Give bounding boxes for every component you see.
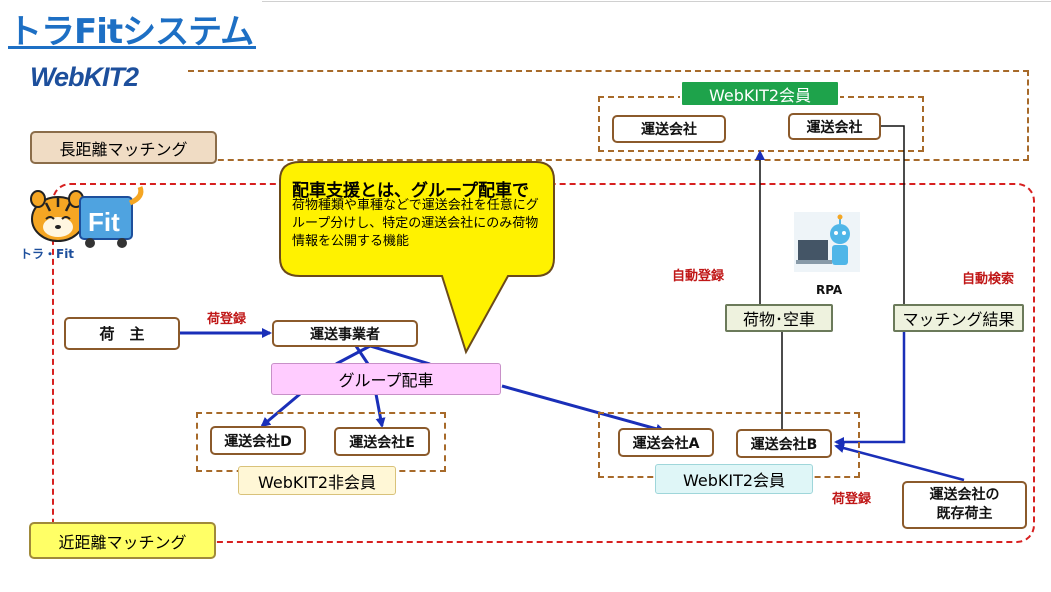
arrow-existing-shipper-company-b	[834, 443, 965, 482]
page-title: トラFitシステム	[8, 12, 254, 52]
cargo-vehicle-box: 荷物･空車	[725, 304, 833, 332]
top-company-1: 運送会社	[612, 115, 726, 143]
arrow-group-company-a	[501, 384, 666, 434]
matching-result-box: マッチング結果	[893, 304, 1024, 332]
long-distance-label: 長距離マッチング	[30, 131, 217, 164]
company-b-box: 運送会社B	[736, 429, 832, 458]
long-distance-region	[188, 70, 1029, 161]
callout-heading: 配車支援とは、グループ配車で	[292, 181, 529, 201]
auto-register-note: 自動登録	[672, 269, 725, 284]
group-dispatch-box: グループ配車	[271, 363, 501, 395]
transport-operator-box: 運送事業者	[272, 320, 418, 347]
auto-search-note: 自動検索	[962, 272, 1015, 287]
member-group-label: WebKIT2会員	[655, 464, 813, 494]
callout-body: 荷物種類や車種などで運送会社を任意にグループ分けし、特定の運送会社にのみ荷物情報…	[292, 198, 539, 249]
tiger-mascot-icon: Fit	[30, 186, 144, 248]
existing-shipper-box: 運送会社の 既存荷主	[902, 481, 1027, 529]
top-rule	[262, 1, 1051, 2]
company-a-box: 運送会社A	[618, 428, 714, 457]
arrow-group-company-d	[260, 392, 301, 428]
mascot-text: トラ・Fit	[20, 247, 75, 261]
company-d-box: 運送会社D	[210, 426, 306, 455]
company-e-box: 運送会社E	[334, 427, 430, 456]
line-operator-group-2	[354, 345, 370, 365]
cargo-register-note-2: 荷登録	[832, 492, 872, 507]
webkit2-logo: WebKIT2	[30, 62, 139, 92]
arrow-group-company-e	[374, 393, 386, 428]
svg-text:Fit: Fit	[88, 207, 120, 237]
rpa-robot-icon	[792, 210, 862, 274]
short-distance-label: 近距離マッチング	[29, 522, 216, 559]
title-underline	[8, 46, 256, 49]
rpa-label: RPA	[816, 283, 843, 297]
mascot-logo: Fit トラ・Fit	[18, 183, 148, 265]
line-operator-group-1	[335, 344, 371, 366]
top-company-2: 運送会社	[788, 113, 881, 140]
line-operator-group-3	[369, 344, 431, 366]
callout-bubble	[279, 161, 555, 355]
cargo-register-note-1: 荷登録	[207, 312, 247, 327]
line-top-company-matching	[881, 125, 905, 304]
shipper-box: 荷 主	[64, 317, 180, 350]
top-member-group-label: WebKIT2会員	[680, 80, 840, 107]
non-member-group-label: WebKIT2非会員	[238, 466, 396, 495]
